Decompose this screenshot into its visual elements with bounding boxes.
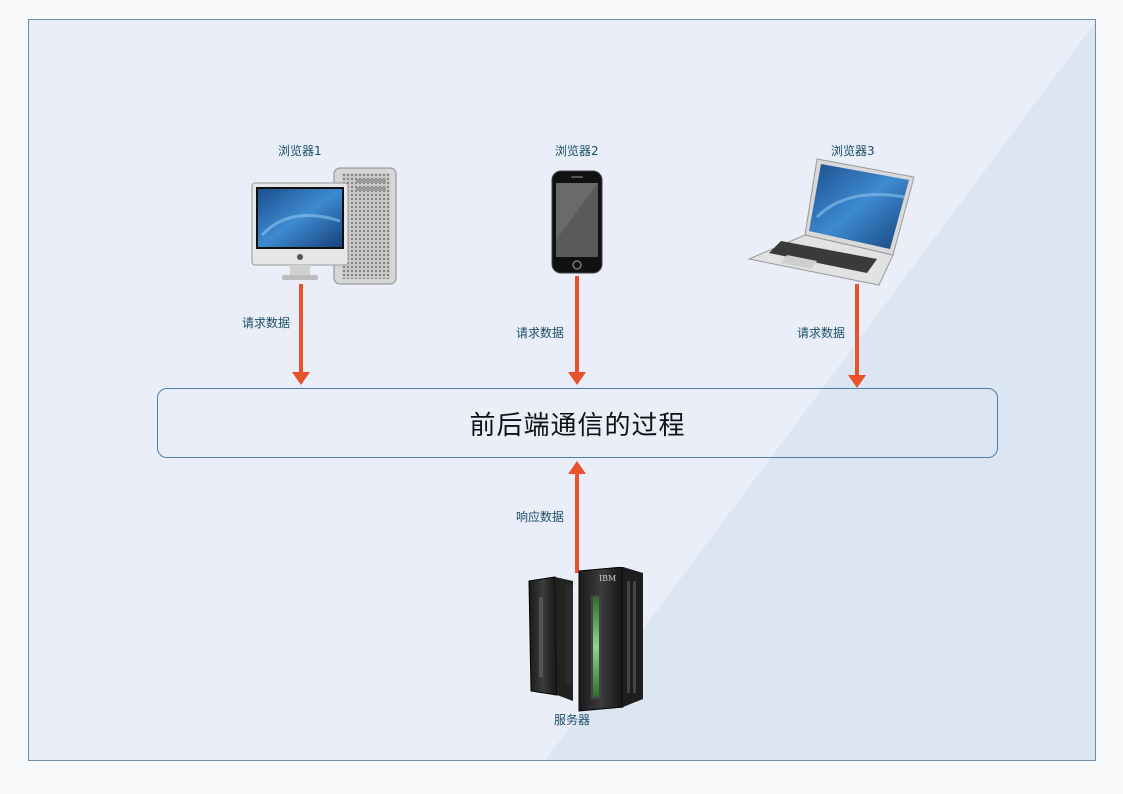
process-title: 前后端通信的过程 bbox=[469, 410, 686, 441]
response-label: 响应数据 bbox=[516, 510, 565, 524]
server-brand: IBM bbox=[599, 574, 616, 583]
desktop-computer-icon bbox=[251, 167, 397, 285]
smartphone-icon bbox=[551, 170, 603, 274]
background-diagonal bbox=[545, 22, 1095, 760]
process-box: 前后端通信的过程 bbox=[157, 388, 998, 458]
request-label-3: 请求数据 bbox=[797, 326, 846, 340]
request-label-1: 请求数据 bbox=[242, 316, 291, 330]
browser-2-label: 浏览器2 bbox=[555, 144, 599, 158]
laptop-icon bbox=[747, 158, 915, 286]
server-icon: IBM bbox=[528, 567, 643, 712]
request-label-2: 请求数据 bbox=[516, 326, 565, 340]
request-arrow-2-head bbox=[568, 372, 586, 385]
browser-3-label: 浏览器3 bbox=[831, 144, 875, 158]
response-arrow-head bbox=[568, 461, 586, 474]
request-arrow-3-head bbox=[848, 375, 866, 388]
server-label: 服务器 bbox=[554, 713, 591, 727]
browser-1-label: 浏览器1 bbox=[278, 144, 322, 158]
request-arrow-1-head bbox=[292, 372, 310, 385]
